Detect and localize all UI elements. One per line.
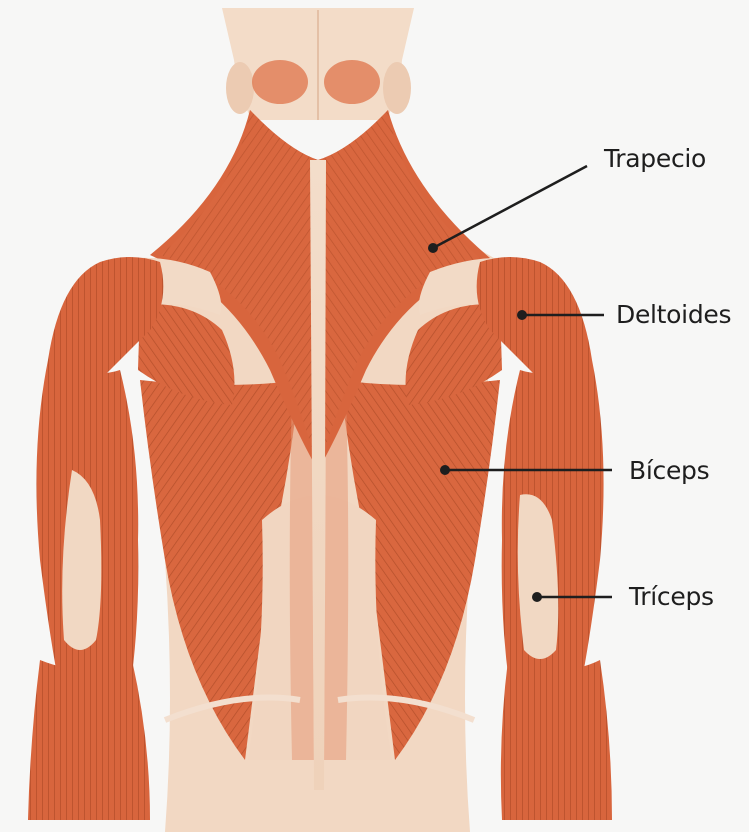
right-ear bbox=[383, 62, 411, 114]
label-trapecio: Trapecio bbox=[604, 144, 706, 173]
deltoides-dot bbox=[517, 310, 527, 320]
left-forearm bbox=[28, 660, 150, 820]
left-ear bbox=[226, 62, 254, 114]
label-triceps: Tríceps bbox=[629, 582, 714, 611]
triceps-dot bbox=[532, 592, 542, 602]
biceps-dot bbox=[440, 465, 450, 475]
trapecio-dot bbox=[428, 243, 438, 253]
label-biceps: Bíceps bbox=[629, 456, 709, 485]
label-deltoides: Deltoides bbox=[616, 300, 731, 329]
trapecio-leader-line bbox=[433, 166, 587, 248]
right-forearm bbox=[501, 660, 612, 820]
